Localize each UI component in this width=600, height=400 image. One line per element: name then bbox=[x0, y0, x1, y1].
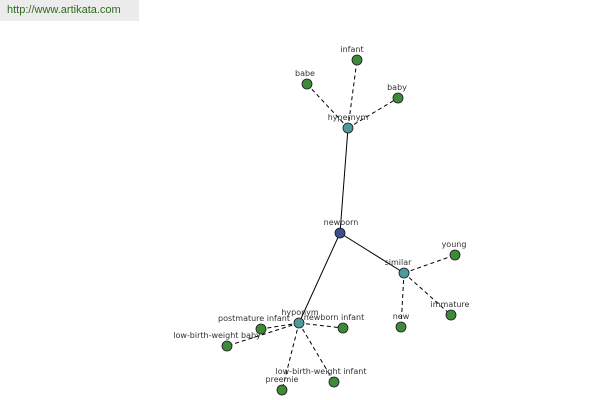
word-label-low-birth-weight-infant: low-birth-weight infant bbox=[276, 367, 367, 376]
watermark-bar: http://www.artikata.com bbox=[0, 0, 139, 21]
word-node-newborn-infant[interactable] bbox=[337, 322, 349, 334]
edge-newborn-hypernym bbox=[339, 127, 349, 234]
edge-similar-immature bbox=[403, 272, 452, 316]
relation-node-similar[interactable] bbox=[398, 267, 410, 279]
edge-hypernym-baby bbox=[347, 97, 399, 129]
edge-newborn-hyponym bbox=[298, 232, 341, 324]
word-node-babe[interactable] bbox=[301, 78, 313, 90]
nodes-layer bbox=[221, 54, 461, 396]
word-label-newborn-infant: newborn infant bbox=[304, 313, 365, 322]
root-label-newborn: newborn bbox=[324, 218, 359, 227]
edge-hyponym-newborn-infant bbox=[298, 322, 344, 329]
relation-node-hyponym[interactable] bbox=[293, 317, 305, 329]
edge-similar-young bbox=[403, 254, 456, 274]
source-link[interactable]: http://www.artikata.com bbox=[7, 4, 121, 16]
edge-hypernym-infant bbox=[347, 59, 358, 129]
relation-label-hypernym: hypernym bbox=[328, 113, 369, 122]
word-node-new[interactable] bbox=[395, 321, 407, 333]
word-label-preemie: preemie bbox=[266, 375, 299, 384]
word-node-low-birth-weight-infant[interactable] bbox=[328, 376, 340, 388]
word-label-immature: immature bbox=[431, 300, 470, 309]
edge-newborn-similar bbox=[339, 232, 405, 274]
relation-label-hyponym: hyponym bbox=[281, 308, 319, 317]
word-node-baby[interactable] bbox=[392, 92, 404, 104]
edge-hyponym-postmature-infant bbox=[260, 322, 300, 330]
word-label-infant: infant bbox=[340, 45, 363, 54]
word-label-babe: babe bbox=[295, 69, 315, 78]
word-node-infant[interactable] bbox=[351, 54, 363, 66]
word-node-immature[interactable] bbox=[445, 309, 457, 321]
edge-hypernym-babe bbox=[306, 83, 349, 129]
root-node-newborn[interactable] bbox=[334, 227, 346, 239]
word-label-young: young bbox=[442, 240, 467, 249]
relation-node-hypernym[interactable] bbox=[342, 122, 354, 134]
word-node-preemie[interactable] bbox=[276, 384, 288, 396]
edges-layer bbox=[226, 59, 456, 391]
word-node-postmature-infant[interactable] bbox=[255, 323, 267, 335]
word-label-low-birth-weight-baby: low-birth-weight baby bbox=[173, 331, 261, 340]
labels-layer: newborn hypernym similar hyponym infant babe b… bbox=[173, 45, 469, 384]
edge-hyponym-low-birth-weight-infant bbox=[298, 322, 335, 383]
edge-hyponym-low-birth-weight-baby bbox=[226, 322, 300, 347]
word-node-low-birth-weight-baby[interactable] bbox=[221, 340, 233, 352]
word-label-postmature-infant: postmature infant bbox=[218, 314, 290, 323]
relation-label-similar: similar bbox=[385, 258, 413, 267]
word-label-new: new bbox=[393, 312, 410, 321]
word-node-young[interactable] bbox=[449, 249, 461, 261]
edge-similar-new bbox=[400, 272, 405, 328]
edge-hyponym-preemie bbox=[281, 322, 300, 391]
word-label-baby: baby bbox=[387, 83, 407, 92]
